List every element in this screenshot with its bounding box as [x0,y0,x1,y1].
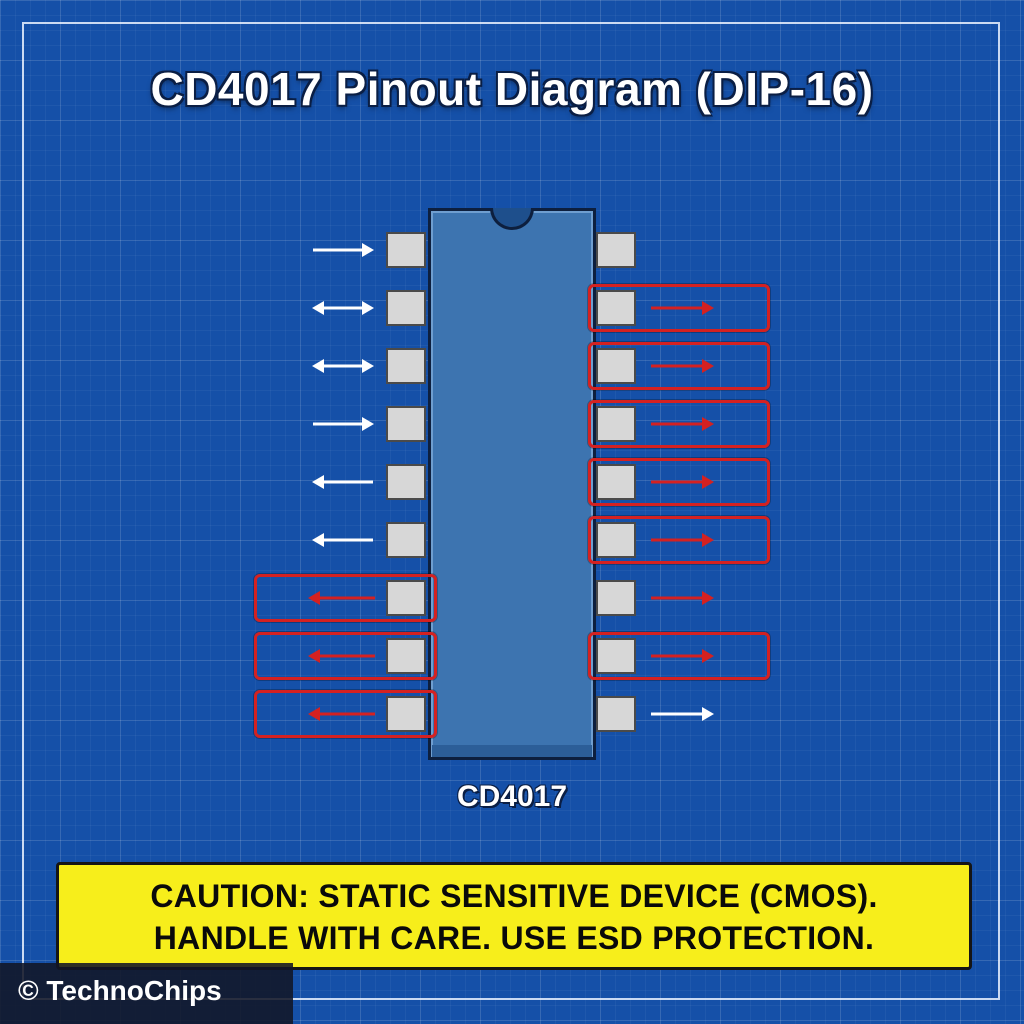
left-pin-number [448,352,508,380]
diagram-title: CD4017 Pinout Diagram (DIP-16) [150,63,874,115]
left-pin-arrow [308,649,375,663]
left-pin-box [386,696,426,732]
right-pin-number [518,642,578,670]
right-pin-box [596,580,636,616]
left-pin-box [386,522,426,558]
left-pin-number [448,236,508,264]
right-pin-arrow [651,707,714,721]
right-pin-highlight [588,284,770,332]
right-pin-number [518,410,578,438]
caution-line-2: HANDLE WITH CARE. USE ESD PROTECTION. [153,920,875,956]
right-pin-arrow [651,591,714,605]
right-pin-number [518,700,578,728]
left-pin-arrow [312,475,373,489]
left-pin-arrow [313,417,374,431]
right-pin-number [518,236,578,264]
left-pin-number [448,410,508,438]
right-pin-box [596,348,636,384]
left-pin-box [386,580,426,616]
left-pin-box [386,638,426,674]
right-pin-arrow [651,359,714,373]
right-pin-box [596,232,636,268]
right-pin-box [596,638,636,674]
blueprint-frame [22,22,1000,1000]
right-pin-highlight [588,458,770,506]
left-pin-arrow [308,707,375,721]
left-pin-arrow [312,359,374,373]
right-pin-number [518,468,578,496]
left-pin-number [448,294,508,322]
left-pin-number [448,526,508,554]
left-pin-arrow [312,301,374,315]
left-pin-box [386,406,426,442]
caution-banner: CAUTION: STATIC SENSITIVE DEVICE (CMOS).… [56,862,972,970]
left-pin-box [386,232,426,268]
caution-line-1: CAUTION: STATIC SENSITIVE DEVICE (CMOS). [150,878,878,914]
right-pin-arrow [651,649,714,663]
left-pin-highlight [254,632,437,680]
right-pin-highlight [588,400,770,448]
ic-base-bevel [432,745,592,757]
right-pin-number [518,584,578,612]
right-pin-highlight [588,632,770,680]
left-pin-number [448,584,508,612]
left-pin-box [386,290,426,326]
right-pin-box [596,290,636,326]
right-pin-arrow [651,301,714,315]
left-pin-arrow [308,591,375,605]
ic-body [428,208,596,760]
right-pin-arrow [651,533,714,547]
left-pin-box [386,464,426,500]
left-pin-number [448,700,508,728]
right-pin-number [518,526,578,554]
right-pin-number [518,294,578,322]
left-pin-box [386,348,426,384]
right-pin-arrow [651,417,714,431]
left-pin-number [448,468,508,496]
left-pin-highlight [254,690,437,738]
right-pin-box [596,696,636,732]
chip-name-label: CD4017 [456,780,568,813]
right-pin-box [596,464,636,500]
right-pin-highlight [588,342,770,390]
right-pin-arrow [651,475,714,489]
left-pin-highlight [254,574,437,622]
right-pin-box [596,522,636,558]
left-pin-arrow [312,533,373,547]
right-pin-box [596,406,636,442]
right-pin-number [518,352,578,380]
left-pin-arrow [313,243,374,257]
left-pin-number [448,642,508,670]
right-pin-highlight [588,516,770,564]
copyright-watermark: © TechnoChips [0,963,293,1024]
